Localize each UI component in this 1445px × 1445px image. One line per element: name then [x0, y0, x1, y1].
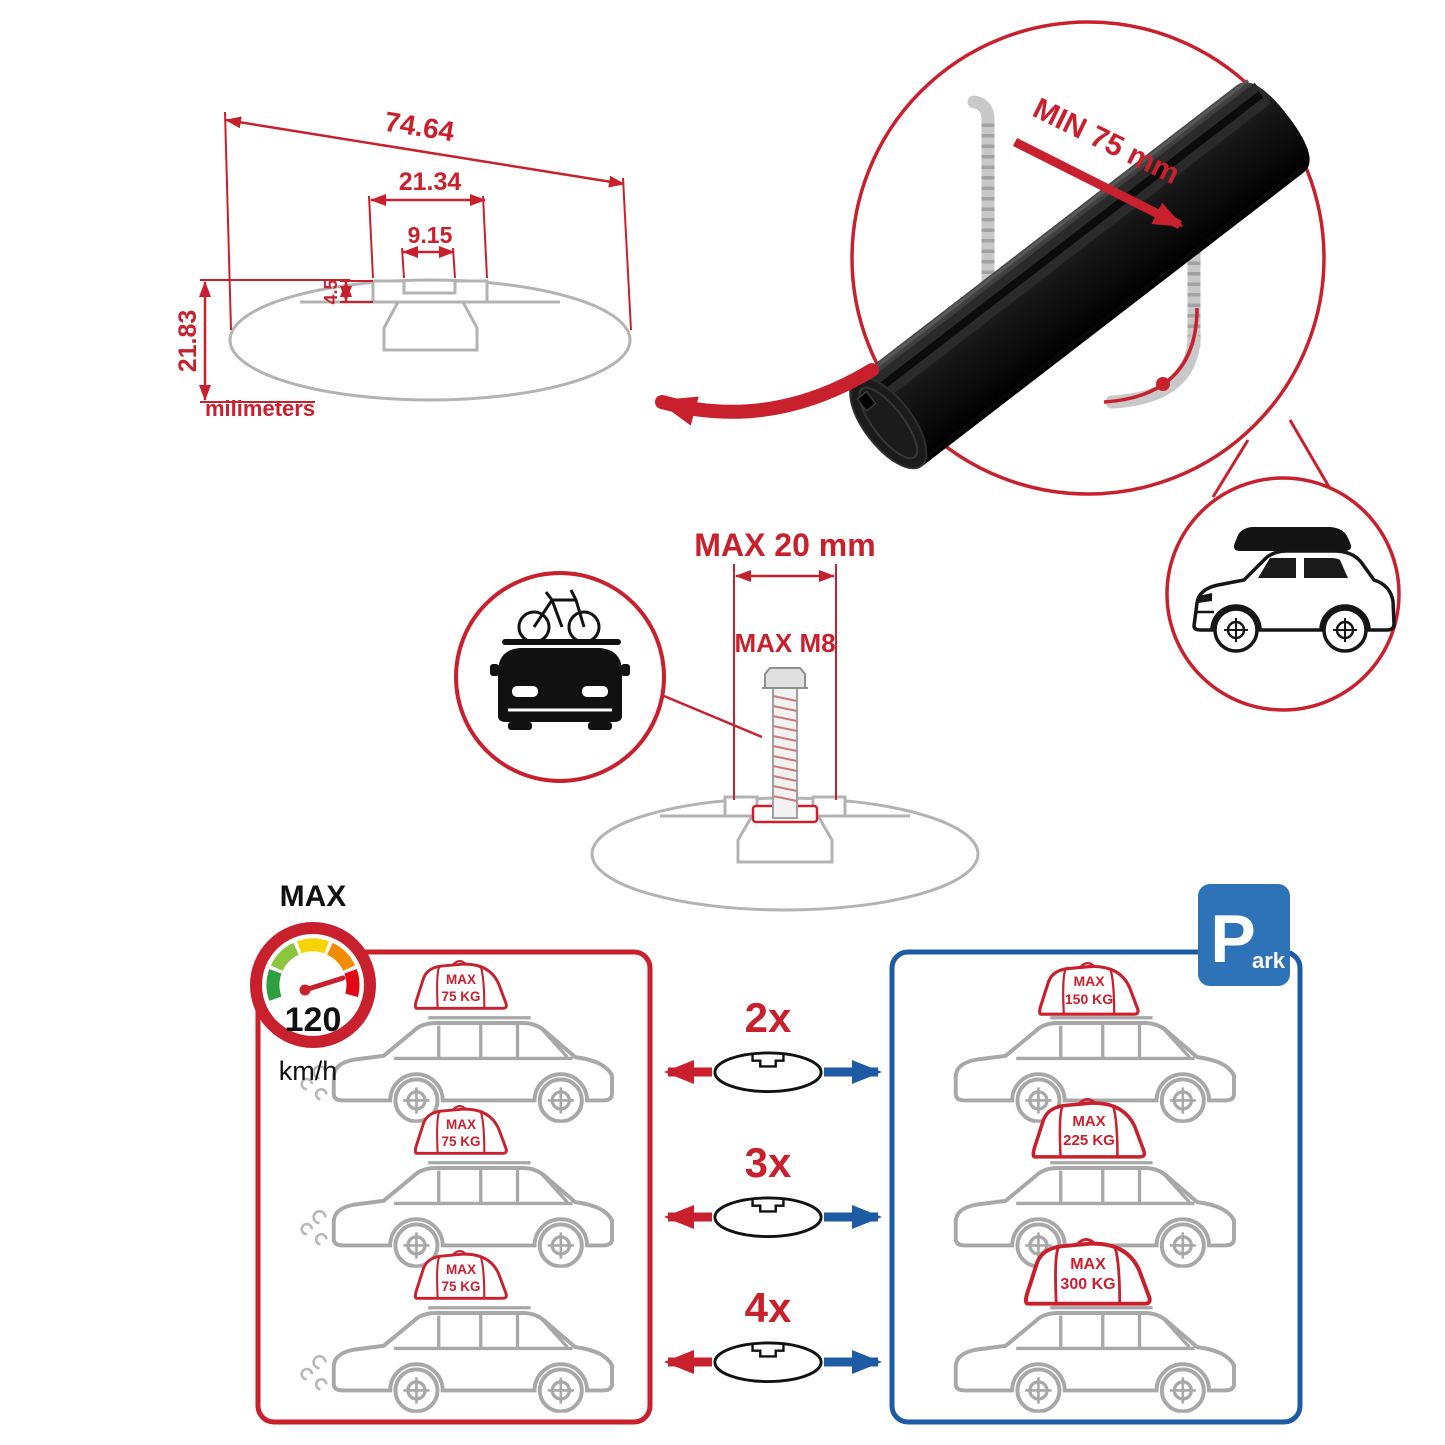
crossbar-icon: [713, 1341, 823, 1384]
min-grip-arrow: [1012, 137, 1184, 230]
speed-max-label: MAX: [280, 880, 347, 913]
bag-weight-label: 225 KG: [1063, 1132, 1115, 1149]
car-front-with-bike: [490, 589, 630, 730]
speedometer-needle: [302, 975, 346, 993]
max-length-label: MAX 20 mm: [694, 527, 875, 563]
crossbar-render-callout: MIN 75 mm: [655, 20, 1326, 496]
dim-channel-outer: 21.34: [399, 168, 462, 196]
dimension-21-34: 21.34: [368, 168, 488, 279]
clamp-highlight-dot: [1156, 377, 1170, 391]
leader-line: [663, 694, 763, 739]
speed-unit: km/h: [279, 1056, 338, 1086]
capacity-section: MAX 75 KG MAX 75 KG MAX 75 KG MAX 150 KG…: [250, 880, 1303, 1425]
crossbar-icon: [713, 1051, 823, 1094]
dimension-21-83: 21.83: [174, 279, 350, 403]
bag-weight-label: 75 KG: [441, 1279, 480, 1294]
bolt-extension-lines: [733, 564, 837, 800]
dim-lip-depth: 4.5: [321, 279, 341, 304]
bolt-threads: [772, 695, 798, 802]
parking-sign-plate: [1198, 884, 1290, 986]
multiplier-column: 2x 3x 4x: [664, 994, 882, 1384]
callout-circle: [850, 20, 1326, 496]
units-label: milimeters: [205, 396, 315, 421]
bike-frame: [532, 589, 586, 628]
parked-rows: MAX 150 KG MAX 225 KG MAX 300 KG: [953, 962, 1236, 1413]
bag-weight-label: 300 KG: [1060, 1276, 1115, 1293]
callout-connectors: [1211, 419, 1334, 498]
driving-rows: MAX 75 KG MAX 75 KG MAX 75 KG: [300, 960, 614, 1413]
bag-max-label: MAX: [1072, 1113, 1105, 1130]
bag-max-label: MAX: [1070, 1256, 1106, 1273]
clamp-highlight-curve: [1103, 307, 1199, 404]
parking-letter: P: [1210, 901, 1255, 977]
dim-profile-height: 21.83: [174, 310, 202, 373]
speed-value: 120: [285, 1001, 342, 1039]
headlight: [512, 686, 538, 697]
multiplier-3x: 3x: [745, 1139, 792, 1186]
multiplier-4x: 4x: [745, 1284, 792, 1331]
suv-with-roofbox: [1192, 527, 1396, 653]
crossbar-profile-drawing: [228, 278, 632, 402]
profile-channel-walls: [382, 301, 479, 352]
bolt-head: [764, 667, 806, 689]
bag-max-label: MAX: [446, 1262, 476, 1277]
clamp-u-bolt: [967, 95, 1201, 409]
speedometer-arcs: [266, 938, 360, 1001]
min-grip-label: MIN 75 mm: [1028, 92, 1185, 191]
dimension-9-15: 9.15: [401, 222, 456, 279]
multiplier-2x: 2x: [745, 994, 792, 1041]
bag-weight-label: 150 KG: [1065, 991, 1113, 1007]
suv-roofbox-callout: [1165, 419, 1401, 712]
bag-weight-label: 75 KG: [441, 1134, 480, 1149]
bag-weight-label: 75 KG: [441, 989, 480, 1004]
dim-channel-inner: 9.15: [408, 222, 453, 248]
dimension-4-5: 4.5: [321, 279, 373, 305]
max-thread-label: MAX M8: [734, 628, 835, 658]
profile-ellipse: [228, 278, 632, 402]
crossbar-3d-render: [849, 79, 1310, 470]
needle-pivot: [299, 984, 311, 996]
headlight: [582, 686, 608, 697]
speed-limit-badge: MAX 120 km/h: [250, 880, 376, 1086]
profile-t-slot: [371, 279, 489, 304]
profile-pointer-arrow: [655, 363, 879, 426]
bag-max-label: MAX: [446, 1117, 476, 1132]
roof-box: [1233, 527, 1352, 551]
profile-with-bolt: [590, 667, 980, 912]
bag-max-label: MAX: [446, 972, 476, 987]
bolt-detail-section: MAX 20 mm MAX M8: [454, 527, 980, 912]
headlight: [1198, 593, 1212, 603]
crossbar-dimension-diagram: 74.64 21.34 9.15 4.5 21.83 milimeters: [174, 106, 632, 421]
parking-rest: ark: [1252, 948, 1286, 973]
car-front-body: [498, 648, 622, 722]
crossbar-icon: [713, 1196, 823, 1239]
parking-sign: P ark: [1198, 884, 1290, 986]
bag-max-label: MAX: [1073, 973, 1105, 989]
dim-total-width: 74.64: [382, 106, 456, 148]
